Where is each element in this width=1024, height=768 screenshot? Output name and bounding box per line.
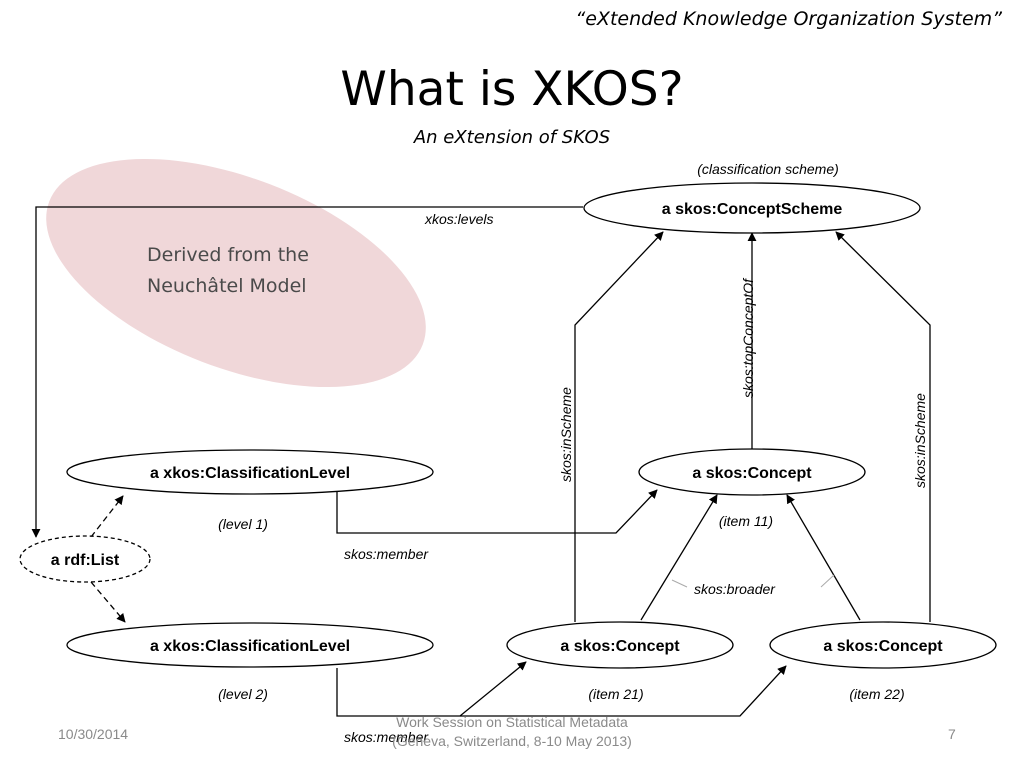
annotation-classification-scheme: (classification scheme) — [697, 161, 839, 177]
node-level2 — [66, 622, 434, 668]
edge-label-top-concept-of: skos:topConceptOf — [740, 277, 756, 398]
edge-broader-left — [640, 494, 718, 621]
node-concept-scheme — [583, 182, 921, 234]
node-concept-scheme-label: a skos:ConceptScheme — [662, 201, 843, 218]
node-concept21 — [506, 621, 734, 669]
edge-label-in-scheme-right: skos:inScheme — [912, 393, 928, 488]
node-level1 — [66, 449, 434, 495]
broader-tick-left — [671, 579, 688, 588]
node-level2-label: a xkos:ClassificationLevel — [150, 638, 350, 655]
edge-list-to-level1 — [90, 495, 124, 538]
edge-in-scheme-right — [835, 231, 931, 622]
edge-in-scheme-left — [574, 231, 664, 622]
callout-blob — [46, 158, 426, 388]
edge-member-2 — [336, 661, 527, 717]
node-concept22-label: a skos:Concept — [823, 638, 943, 655]
footer-page-number: 7 — [948, 726, 956, 742]
annotation-item21: (item 21) — [588, 686, 643, 702]
callout-text: Derived from the Neuchâtel Model — [147, 240, 367, 302]
edge-broader-right — [786, 494, 861, 621]
edge-label-member-1: skos:member — [344, 546, 429, 562]
footer-date: 10/30/2014 — [58, 726, 129, 742]
annotation-item11: (item 11) — [719, 513, 773, 529]
edge-member-1 — [336, 489, 658, 534]
slide-title: What is XKOS? — [340, 62, 684, 117]
edge-member-3 — [460, 665, 787, 717]
edge-list-to-level2 — [90, 581, 126, 623]
node-concept11 — [638, 448, 866, 496]
slide-tagline: “eXtended Knowledge Organization System” — [575, 8, 1002, 30]
footer-event-line-1: Work Session on Statistical Metadata — [396, 714, 628, 730]
node-concept22 — [769, 621, 997, 669]
annotation-level2: (level 2) — [218, 686, 268, 702]
edge-levels — [31, 206, 583, 538]
edge-label-levels: xkos:levels — [424, 211, 493, 227]
node-concept11-label: a skos:Concept — [692, 465, 812, 482]
annotation-item22: (item 22) — [849, 686, 904, 702]
node-concept21-label: a skos:Concept — [560, 638, 680, 655]
callout-line-2: Neuchâtel Model — [147, 275, 307, 297]
broader-tick-right — [820, 574, 835, 588]
edge-label-in-scheme-left: skos:inScheme — [558, 387, 574, 482]
node-rdf-list-label: a rdf:List — [51, 552, 120, 569]
node-level1-label: a xkos:ClassificationLevel — [150, 465, 350, 482]
node-rdf-list — [19, 535, 151, 583]
annotation-level1: (level 1) — [218, 516, 268, 532]
edge-label-member-2: skos:member — [344, 729, 429, 745]
footer-event: Work Session on Statistical Metadata (Ge… — [340, 713, 684, 751]
callout-line-1: Derived from the — [147, 244, 309, 266]
edge-label-broader: skos:broader — [694, 581, 776, 597]
footer-event-line-2: (Geneva, Switzerland, 8-10 May 2013) — [392, 733, 632, 749]
slide-subtitle: An eXtension of SKOS — [413, 127, 611, 148]
